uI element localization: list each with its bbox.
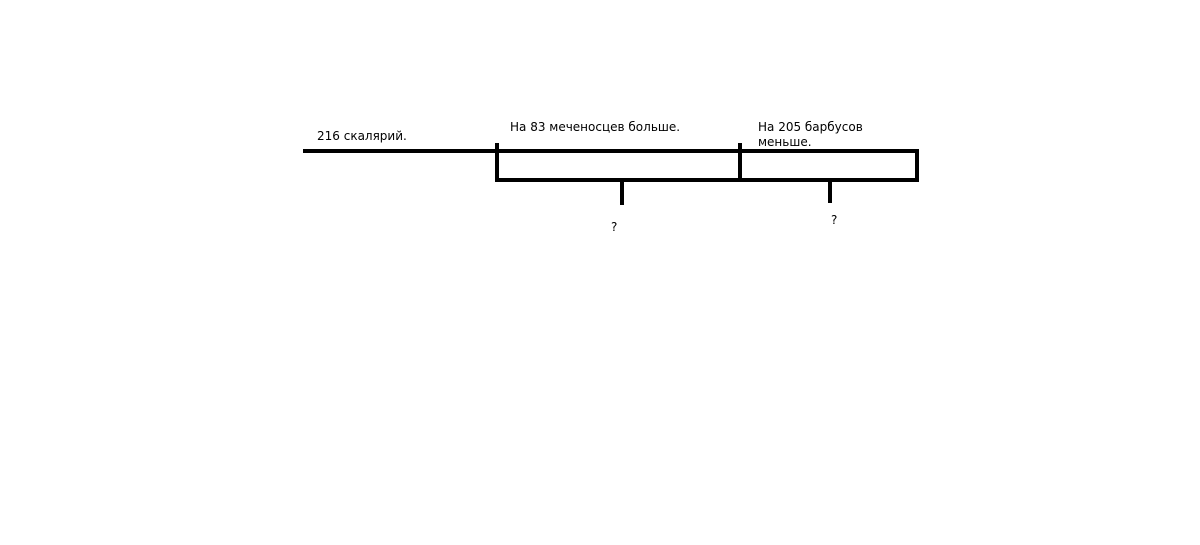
- question-mark-swordtail: ?: [611, 220, 618, 234]
- barbs-label-line2: меньше.: [758, 135, 812, 149]
- barbs-label-line1: На 205 барбусов: [758, 120, 863, 134]
- question-mark-barbs: ?: [831, 213, 838, 227]
- scalar-count-label: 216 скалярий.: [317, 129, 407, 143]
- swordtail-label: На 83 меченосцев больше.: [510, 120, 681, 134]
